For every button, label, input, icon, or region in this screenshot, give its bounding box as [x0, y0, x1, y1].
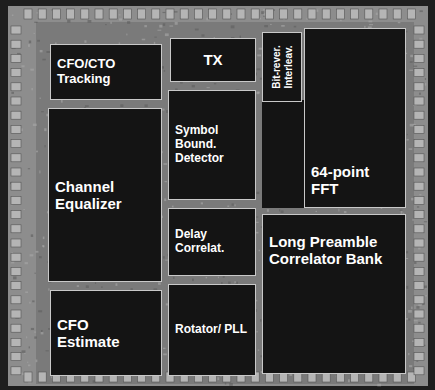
circuit-block: Rotator/ PLL — [168, 284, 256, 376]
block-label: TX — [203, 51, 222, 68]
block-label: Bit-rever. Interleav. — [271, 35, 294, 99]
fft-region — [262, 100, 306, 208]
bond-pads — [11, 9, 424, 382]
core-area — [36, 22, 414, 384]
circuit-block: Long Preamble Correlator Bank — [262, 214, 406, 374]
block-label: Rotator/ PLL — [175, 323, 247, 337]
block-label: Symbol Bound. Detector — [175, 124, 249, 165]
circuit-block: Channel Equalizer — [48, 108, 162, 282]
block-label: Channel Equalizer — [55, 178, 155, 213]
block-label: Long Preamble Correlator Bank — [269, 233, 399, 268]
block-label: CFO/CTO Tracking — [57, 57, 155, 87]
circuit-block: Bit-rever. Interleav. — [262, 32, 302, 102]
block-label: Delay Correlat. — [175, 228, 249, 256]
block-label: 64-point FFT — [311, 163, 399, 198]
circuit-block: CFO Estimate — [50, 290, 162, 376]
circuit-block: 64-point FFT — [304, 28, 406, 208]
circuit-block: TX — [170, 38, 256, 82]
circuit-block: CFO/CTO Tracking — [50, 44, 162, 100]
circuit-block: Symbol Bound. Detector — [168, 90, 256, 200]
die-surface — [8, 6, 428, 386]
die-texture — [10, 9, 427, 387]
circuit-block: Delay Correlat. — [168, 208, 256, 276]
block-label: CFO Estimate — [57, 316, 155, 351]
